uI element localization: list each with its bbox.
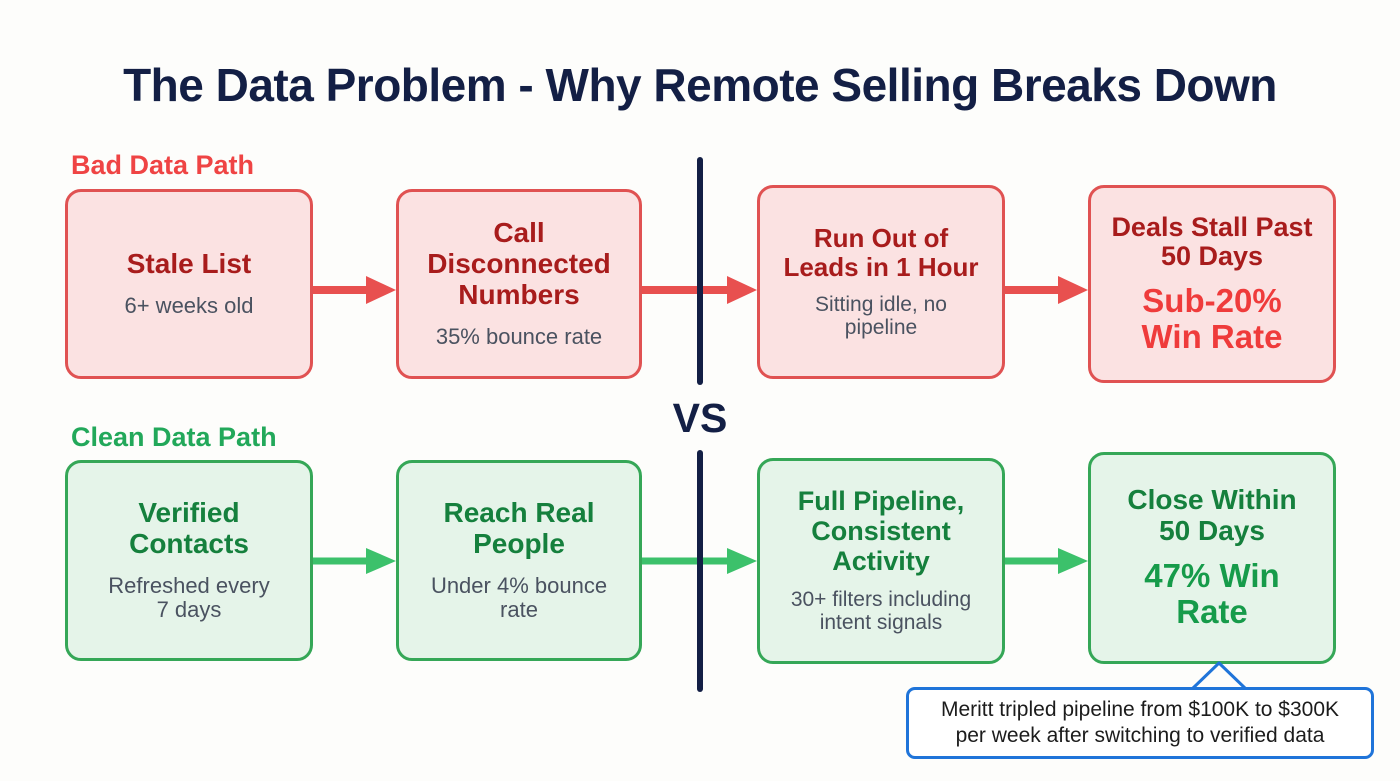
bad-step-4-highlight: Sub-20%Win Rate [1141, 281, 1283, 356]
bad-path-label: Bad Data Path [71, 150, 255, 180]
bad-arrow-2 [642, 276, 757, 304]
callout-text: Meritt tripled pipeline from $100K to $3… [940, 697, 1340, 747]
clean-arrow-3 [1005, 548, 1088, 574]
bad-arrow-1 [313, 276, 396, 304]
bad-step-2-sub: 35% bounce rate [435, 323, 603, 349]
bad-step-1-title: Stale List [126, 248, 252, 280]
clean-arrow-1 [313, 548, 396, 574]
bad-step-1-sub: 6+ weeks old [124, 293, 254, 319]
page-title: The Data Problem - Why Remote Selling Br… [123, 59, 1277, 111]
clean-arrow-2 [642, 548, 757, 574]
bad-arrow-3 [1005, 276, 1088, 304]
divider-line-top [697, 157, 703, 385]
divider-line-bottom [697, 450, 703, 692]
callout-box: Meritt tripled pipeline from $100K to $3… [906, 687, 1374, 759]
bad-step-1-box: Stale List 6+ weeks old [65, 189, 313, 379]
vs-label: VS [672, 395, 728, 441]
clean-path-label: Clean Data Path [71, 422, 277, 452]
